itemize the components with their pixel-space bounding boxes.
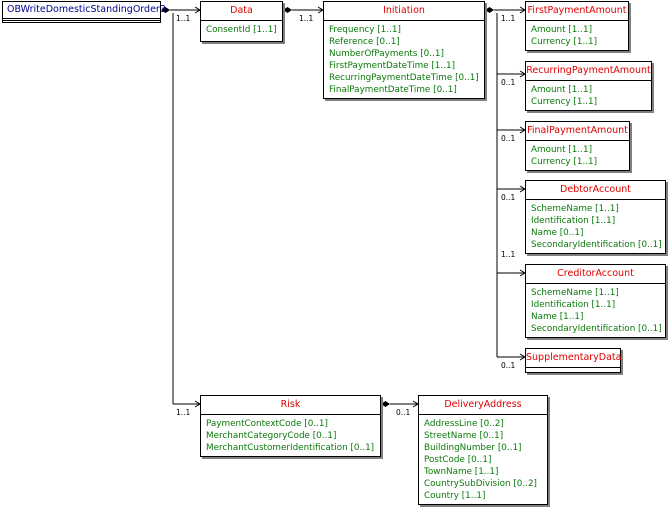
- risk-class-box[interactable]: Risk PaymentContextCode [0..1] MerchantC…: [200, 395, 381, 457]
- data-class-box[interactable]: Data ConsentId [1..1]: [200, 1, 283, 42]
- creditor-account-field: SecondaryIdentification [0..1]: [531, 324, 662, 334]
- multiplicity-label: 1..1: [501, 14, 516, 23]
- delivery-address-field: TownName [1..1]: [424, 467, 499, 477]
- debtor-account-class-name: DebtorAccount: [526, 181, 665, 200]
- delivery-address-field: AddressLine [0..2]: [424, 419, 504, 429]
- creditor-account-class-box[interactable]: CreditorAccount SchemeName [1..1] Identi…: [525, 264, 666, 338]
- delivery-address-class-name: DeliveryAddress: [419, 396, 547, 415]
- final-payment-amount-class-name: FinalPaymentAmount: [526, 122, 629, 141]
- multiplicity-label: 0..1: [501, 78, 516, 87]
- supplementary-data-class-name: SupplementaryData: [526, 349, 621, 368]
- first-payment-amount-class-box[interactable]: FirstPaymentAmount Amount [1..1] Currenc…: [525, 1, 629, 51]
- initiation-class-box[interactable]: Initiation Frequency [1..1] Reference [0…: [323, 1, 485, 99]
- multiplicity-label: 0..1: [501, 134, 516, 143]
- initiation-field: Frequency [1..1]: [329, 25, 401, 35]
- multiplicity-label: 1..1: [176, 14, 191, 23]
- delivery-address-field: StreetName [0..1]: [424, 431, 504, 441]
- risk-field: PaymentContextCode [0..1]: [206, 419, 328, 429]
- multiplicity-label: 0..1: [501, 361, 516, 370]
- creditor-account-field: SchemeName [1..1]: [531, 288, 619, 298]
- initiation-field: RecurringPaymentDateTime [0..1]: [329, 73, 479, 83]
- first-payment-amount-field: Currency [1..1]: [531, 37, 598, 47]
- initiation-field: Reference [0..1]: [329, 37, 400, 47]
- recurring-payment-amount-field: Amount [1..1]: [531, 85, 593, 95]
- multiplicity-label: 1..1: [299, 14, 314, 23]
- delivery-address-field: PostCode [0..1]: [424, 455, 492, 465]
- debtor-account-field: SchemeName [1..1]: [531, 204, 619, 214]
- supplementary-data-class-box[interactable]: SupplementaryData: [525, 348, 621, 373]
- debtor-account-field: SecondaryIdentification [0..1]: [531, 240, 662, 250]
- creditor-account-field: Name [1..1]: [531, 312, 584, 322]
- root-class-name: OBWriteDomesticStandingOrder3: [3, 2, 166, 21]
- multiplicity-label: 1..1: [176, 408, 191, 417]
- delivery-address-field: BuildingNumber [0..1]: [424, 443, 522, 453]
- recurring-payment-amount-class-name: RecurringPaymentAmount: [526, 62, 651, 81]
- multiplicity-label: 1..1: [501, 250, 516, 259]
- final-payment-amount-class-box[interactable]: FinalPaymentAmount Amount [1..1] Currenc…: [525, 121, 630, 171]
- initiation-field: NumberOfPayments [0..1]: [329, 49, 444, 59]
- root-class-box[interactable]: OBWriteDomesticStandingOrder3: [2, 1, 166, 23]
- multiplicity-label: 0..1: [501, 193, 516, 202]
- creditor-account-class-name: CreditorAccount: [526, 265, 665, 284]
- data-field: ConsentId [1..1]: [206, 25, 277, 35]
- final-payment-amount-field: Amount [1..1]: [531, 145, 593, 155]
- risk-field: MerchantCustomerIdentification [0..1]: [206, 443, 375, 453]
- recurring-payment-amount-field: Currency [1..1]: [531, 97, 598, 107]
- first-payment-amount-class-name: FirstPaymentAmount: [526, 2, 628, 21]
- debtor-account-field: Identification [1..1]: [531, 216, 616, 226]
- debtor-account-field: Name [0..1]: [531, 228, 584, 238]
- final-payment-amount-field: Currency [1..1]: [531, 157, 598, 167]
- delivery-address-field: Country [1..1]: [424, 491, 486, 501]
- recurring-payment-amount-class-box[interactable]: RecurringPaymentAmount Amount [1..1] Cur…: [525, 61, 652, 111]
- delivery-address-field: CountrySubDivision [0..2]: [424, 479, 537, 489]
- first-payment-amount-field: Amount [1..1]: [531, 25, 593, 35]
- initiation-field: FirstPaymentDateTime [1..1]: [329, 61, 456, 71]
- initiation-class-name: Initiation: [324, 2, 484, 21]
- risk-field: MerchantCategoryCode [0..1]: [206, 431, 337, 441]
- risk-class-name: Risk: [201, 396, 380, 415]
- initiation-field: FinalPaymentDateTime [0..1]: [329, 85, 457, 95]
- creditor-account-field: Identification [1..1]: [531, 300, 616, 310]
- delivery-address-class-box[interactable]: DeliveryAddress AddressLine [0..2] Stree…: [418, 395, 548, 505]
- data-class-name: Data: [201, 2, 282, 21]
- multiplicity-label: 0..1: [396, 408, 411, 417]
- debtor-account-class-box[interactable]: DebtorAccount SchemeName [1..1] Identifi…: [525, 180, 666, 254]
